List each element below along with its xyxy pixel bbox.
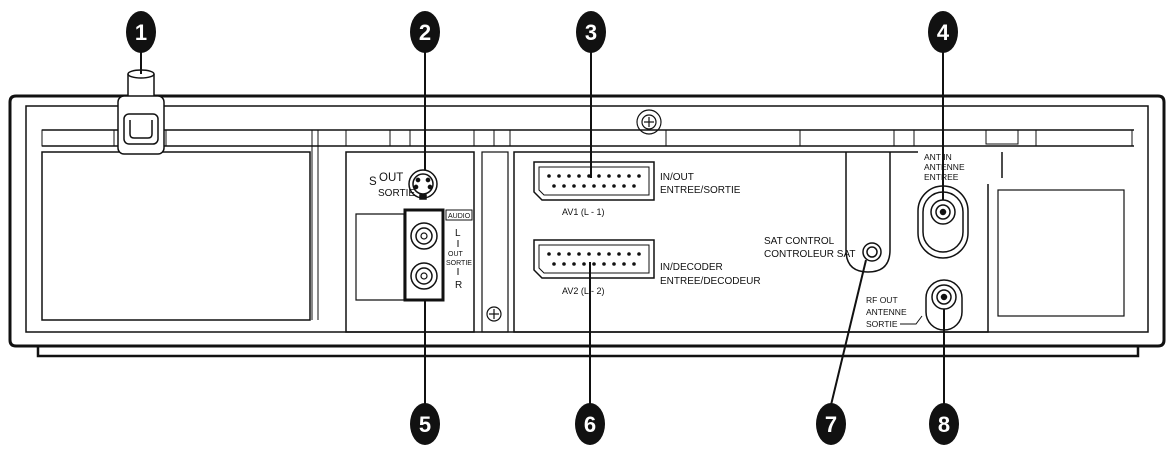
callout-4: 4: [928, 11, 958, 53]
callout-8: 8: [929, 403, 959, 445]
screw-icon: [636, 109, 662, 135]
scart-pin: [632, 262, 636, 266]
callout-5: 5: [410, 403, 440, 445]
scart-pin: [597, 174, 601, 178]
scart-pin: [552, 184, 556, 188]
scart-av2-connector: [533, 239, 655, 279]
sat-control-label: SAT CONTROL: [764, 236, 835, 247]
av1-inout-label: IN/OUT: [660, 172, 694, 183]
scart-pin: [567, 174, 571, 178]
power-cord: [117, 69, 165, 155]
scart-pin: [587, 174, 591, 178]
svg-text:1: 1: [135, 20, 147, 45]
scart-pin: [557, 174, 561, 178]
audio-l-label: L: [455, 228, 461, 239]
scart-pin: [612, 184, 616, 188]
screw-icon: [486, 306, 502, 322]
scart-pin: [607, 252, 611, 256]
scart-pin: [612, 262, 616, 266]
av2-indecoder-label: IN/DECODER: [660, 262, 723, 273]
scart-pin: [622, 262, 626, 266]
svg-text:4: 4: [937, 20, 950, 45]
svg-text:2: 2: [419, 20, 431, 45]
scart-pin: [572, 262, 576, 266]
scart-pin: [597, 252, 601, 256]
scart-pin: [627, 252, 631, 256]
scart-pin: [602, 184, 606, 188]
scart-pin: [607, 174, 611, 178]
scart-pin: [592, 184, 596, 188]
audio-r-label: R: [455, 280, 462, 291]
svg-text:6: 6: [584, 412, 596, 437]
sat-control-jack: [845, 152, 891, 273]
scart-pin: [557, 252, 561, 256]
scart-pin: [562, 262, 566, 266]
scart-pin: [567, 252, 571, 256]
callout-leader-lines: [140, 52, 945, 406]
scart-pin: [577, 252, 581, 256]
scart-av2-pins: [547, 252, 641, 266]
av1-label: AV1 (L - 1): [562, 207, 605, 217]
scart-pin: [587, 252, 591, 256]
scart-pin: [617, 174, 621, 178]
scart-pin: [617, 252, 621, 256]
scart-pin: [577, 174, 581, 178]
scart-pin: [637, 252, 641, 256]
audio-out-label: OUT: [448, 251, 464, 258]
scart-pin: [632, 184, 636, 188]
antenna-entree-label: ENTREE: [924, 172, 959, 182]
callout-3: 3: [576, 11, 606, 53]
rf-out-label: RF OUT: [866, 295, 898, 305]
av1-entree-sortie-label: ENTREE/SORTIE: [660, 185, 741, 196]
scart-pin: [547, 174, 551, 178]
rf-out-sortie-label: SORTIE: [866, 319, 898, 329]
scart-pin: [552, 262, 556, 266]
svg-text:3: 3: [585, 20, 597, 45]
scart-pin: [592, 262, 596, 266]
scart-pin: [572, 184, 576, 188]
audio-sortie-label: SORTIE: [446, 260, 472, 267]
av2-entree-decodeur-label: ENTREE/DECODEUR: [660, 276, 761, 287]
callout-2: 2: [410, 11, 440, 53]
callout-6: 6: [575, 403, 605, 445]
scart-pin: [627, 174, 631, 178]
scart-pin: [637, 174, 641, 178]
vcr-body: [8, 94, 1166, 358]
scart-av1-pins: [547, 174, 641, 188]
scart-pin: [562, 184, 566, 188]
scart-pin: [582, 262, 586, 266]
s-video-connector: [408, 169, 438, 200]
antenna-antenne-label: ANTENNE: [924, 162, 965, 172]
scart-pin: [622, 184, 626, 188]
svg-text:8: 8: [938, 412, 950, 437]
av2-label: AV2 (L - 2): [562, 286, 605, 296]
antenna-in-label: ANT IN: [924, 152, 952, 162]
audio-label: AUDIO: [448, 213, 471, 220]
scart-pin: [602, 262, 606, 266]
scart-pin: [547, 252, 551, 256]
scart-pin: [582, 184, 586, 188]
svg-text:5: 5: [419, 412, 431, 437]
s-video-out-label: OUT: [379, 172, 403, 184]
s-video-label: S: [369, 176, 377, 188]
callout-1: 1: [126, 11, 156, 53]
scart-av1-connector: [533, 161, 655, 201]
controleur-sat-label: CONTROLEUR SAT: [764, 249, 856, 260]
s-video-sortie-label: SORTIE: [378, 188, 415, 199]
callout-7: 7: [816, 403, 846, 445]
svg-text:7: 7: [825, 412, 837, 437]
rf-out-antenne-label: ANTENNE: [866, 307, 907, 317]
